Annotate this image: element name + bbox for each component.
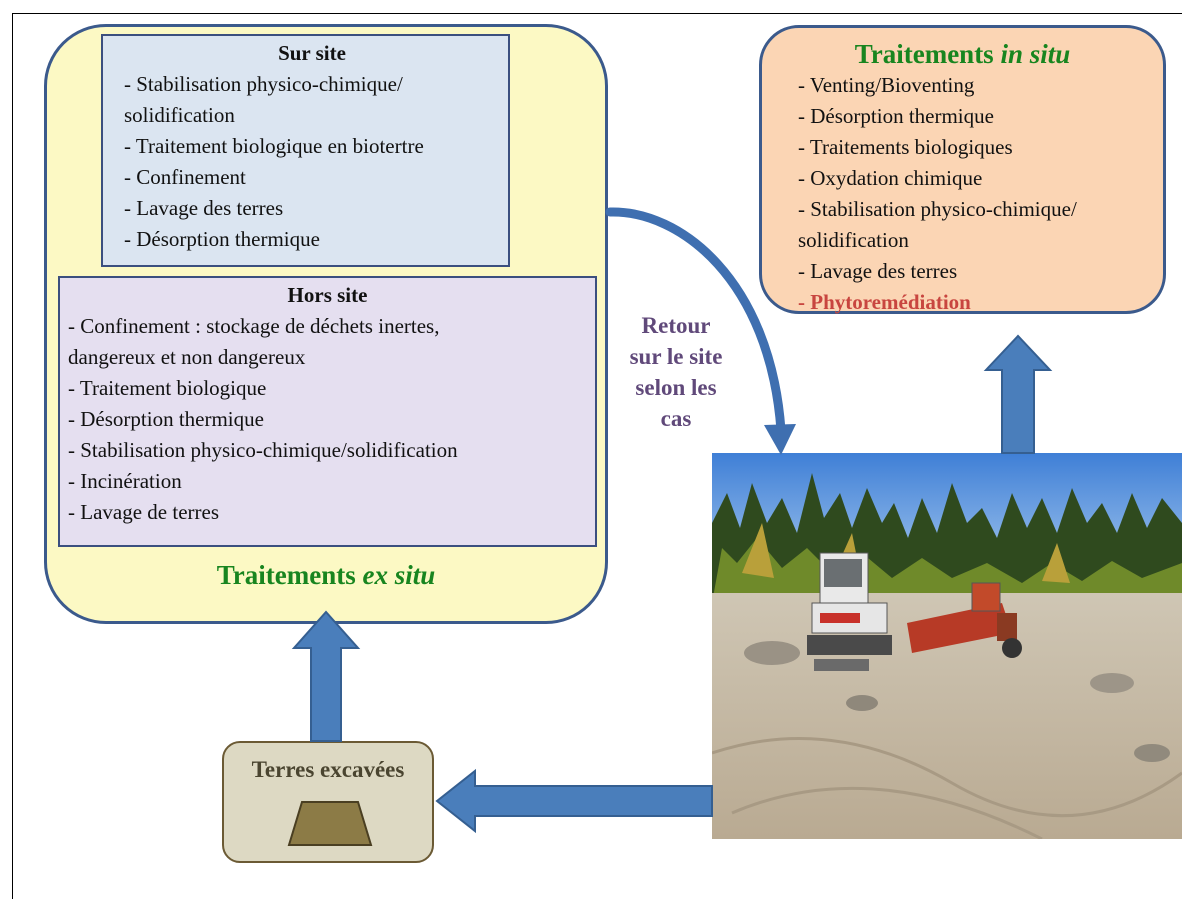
site-photo bbox=[712, 453, 1182, 839]
arrow-up-to-in-situ bbox=[983, 334, 1053, 454]
curved-arrow-head bbox=[764, 424, 796, 455]
hors-site-box: Hors site - Confinement : stockage de dé… bbox=[58, 276, 597, 547]
retour-line: sur le site bbox=[629, 344, 723, 369]
in-situ-box: Traitements in situ - Venting/Bioventing… bbox=[759, 25, 1166, 314]
hors-site-item: - Confinement : stockage de déchets iner… bbox=[68, 314, 440, 338]
retour-line: cas bbox=[660, 406, 692, 431]
arrow-up-to-ex-situ bbox=[291, 610, 361, 742]
hors-site-item: dangereux et non dangereux bbox=[68, 345, 306, 369]
site-photo-illustration bbox=[712, 453, 1182, 839]
hors-site-item: - Lavage de terres bbox=[68, 500, 219, 524]
hors-site-item: - Désorption thermique bbox=[68, 407, 264, 431]
sur-site-item: - Traitement biologique en biotertre bbox=[124, 134, 424, 158]
in-situ-item: solidification bbox=[798, 228, 909, 252]
soil-pile-icon bbox=[287, 801, 373, 846]
retour-label: Retour sur le site selon les cas bbox=[616, 310, 736, 434]
frame-left-line bbox=[12, 13, 13, 899]
arrow-left-to-terres bbox=[435, 768, 713, 834]
in-situ-item: - Venting/Bioventing bbox=[798, 73, 975, 97]
ex-situ-title-em: ex situ bbox=[362, 560, 436, 590]
curved-arrow-retour bbox=[605, 207, 786, 435]
sur-site-item: - Désorption thermique bbox=[124, 227, 320, 251]
hors-site-item: - Stabilisation physico-chimique/solidif… bbox=[68, 438, 458, 462]
in-situ-title: Traitements in situ bbox=[762, 38, 1163, 70]
in-situ-title-em: in situ bbox=[1000, 39, 1071, 69]
in-situ-item: - Stabilisation physico-chimique/ bbox=[798, 197, 1077, 221]
ex-situ-title: Traitements ex situ bbox=[44, 560, 608, 591]
frame-top-line bbox=[12, 13, 1182, 14]
hors-site-item: - Traitement biologique bbox=[68, 376, 267, 400]
sur-site-item: - Lavage des terres bbox=[124, 196, 284, 220]
sur-site-title: Sur site bbox=[278, 41, 346, 65]
sur-site-item: - Confinement bbox=[124, 165, 246, 189]
sur-site-item: solidification bbox=[124, 103, 235, 127]
in-situ-item: - Traitements biologiques bbox=[798, 135, 1013, 159]
sur-site-box: Sur site - Stabilisation physico-chimiqu… bbox=[101, 34, 510, 267]
terres-excavees-label: Terres excavées bbox=[251, 757, 405, 782]
hors-site-title: Hors site bbox=[287, 283, 368, 307]
in-situ-item: - Lavage des terres bbox=[798, 259, 958, 283]
ex-situ-title-text: Traitements bbox=[216, 560, 363, 590]
in-situ-item: - Oxydation chimique bbox=[798, 166, 983, 190]
sur-site-item: - Stabilisation physico-chimique/ bbox=[124, 72, 403, 96]
in-situ-item: - Désorption thermique bbox=[798, 104, 994, 128]
retour-line: selon les bbox=[635, 375, 717, 400]
retour-line: Retour bbox=[641, 313, 711, 338]
in-situ-item-phytoremediation: - Phytoremédiation bbox=[798, 290, 971, 314]
hors-site-item: - Incinération bbox=[68, 469, 182, 493]
in-situ-title-text: Traitements bbox=[854, 39, 1001, 69]
